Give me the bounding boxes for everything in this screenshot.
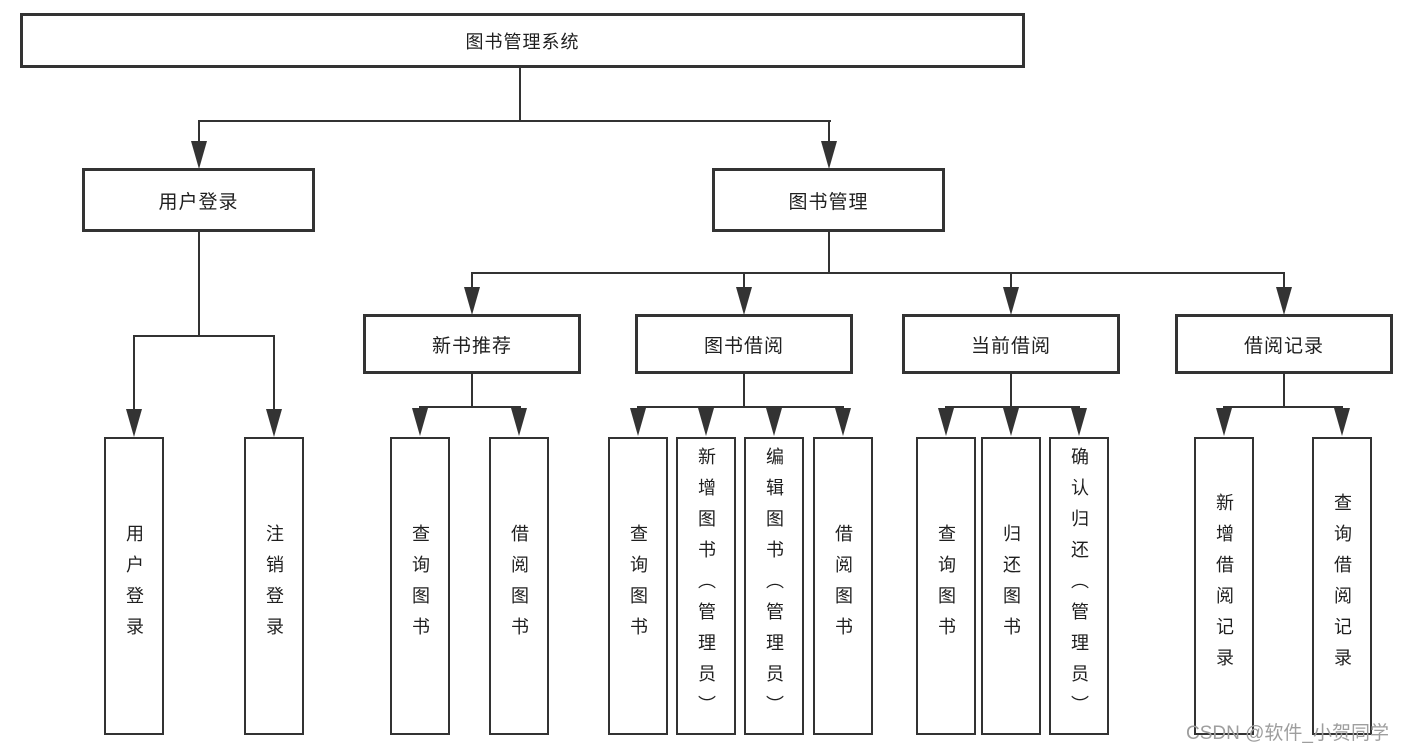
connector xyxy=(133,335,275,337)
leaf-query-books-2-label: 查询图书 xyxy=(628,524,648,648)
leaf-confirm-return-admin-label: 确认归还（管理员） xyxy=(1069,446,1089,726)
leaf-query-books-1: 查询图书 xyxy=(390,437,450,735)
leaf-return-books: 归还图书 xyxy=(981,437,1041,735)
connector xyxy=(273,335,275,412)
leaf-edit-books-admin: 编辑图书（管理员） xyxy=(744,437,804,735)
leaf-borrow-books-1-label: 借阅图书 xyxy=(509,524,529,648)
arrow-down-icon xyxy=(1003,287,1019,315)
leaf-query-borrow-record-label: 查询借阅记录 xyxy=(1332,493,1352,679)
node-borrow-records: 借阅记录 xyxy=(1175,314,1393,374)
node-new-book-recommend-label: 新书推荐 xyxy=(431,335,512,357)
connector xyxy=(198,120,200,146)
connector xyxy=(471,374,473,408)
node-current-borrow: 当前借阅 xyxy=(902,314,1120,374)
arrow-down-icon xyxy=(938,408,954,436)
leaf-query-books-1-label: 查询图书 xyxy=(410,524,430,648)
node-new-book-recommend: 新书推荐 xyxy=(363,314,581,374)
leaf-add-borrow-record-label: 新增借阅记录 xyxy=(1214,493,1234,679)
node-user-login-label: 用户登录 xyxy=(158,191,239,213)
connector xyxy=(133,335,135,412)
arrow-down-icon xyxy=(1003,408,1019,436)
leaf-borrow-books-1: 借阅图书 xyxy=(489,437,549,735)
leaf-borrow-books-2: 借阅图书 xyxy=(813,437,873,735)
arrow-down-icon xyxy=(1216,408,1232,436)
connector xyxy=(1010,272,1012,290)
leaf-add-books-admin: 新增图书（管理员） xyxy=(676,437,736,735)
leaf-user-login: 用户登录 xyxy=(104,437,164,735)
arrow-down-icon xyxy=(766,408,782,436)
connector xyxy=(519,68,521,122)
arrow-down-icon xyxy=(1071,408,1087,436)
leaf-add-books-admin-label: 新增图书（管理员） xyxy=(696,446,716,726)
connector xyxy=(471,272,473,290)
connector xyxy=(1283,272,1285,290)
leaf-query-books-3: 查询图书 xyxy=(916,437,976,735)
arrow-down-icon xyxy=(698,408,714,436)
leaf-logout-label: 注销登录 xyxy=(264,524,284,648)
arrow-down-icon xyxy=(1334,408,1350,436)
leaf-confirm-return-admin: 确认归还（管理员） xyxy=(1049,437,1109,735)
leaf-user-login-label: 用户登录 xyxy=(124,524,144,648)
node-book-borrow: 图书借阅 xyxy=(635,314,853,374)
connector xyxy=(637,406,844,408)
leaf-add-borrow-record: 新增借阅记录 xyxy=(1194,437,1254,735)
watermark: CSDN @软件_小贺同学 xyxy=(1186,723,1389,744)
leaf-logout: 注销登录 xyxy=(244,437,304,735)
connector xyxy=(945,406,1080,408)
leaf-borrow-books-2-label: 借阅图书 xyxy=(833,524,853,648)
arrow-down-icon xyxy=(464,287,480,315)
arrow-down-icon xyxy=(736,287,752,315)
arrow-down-icon xyxy=(412,408,428,436)
root-node-library-system: 图书管理系统 xyxy=(20,13,1025,68)
connector xyxy=(743,272,745,290)
arrow-down-icon xyxy=(126,409,142,437)
node-borrow-records-label: 借阅记录 xyxy=(1243,335,1324,357)
leaf-query-books-3-label: 查询图书 xyxy=(936,524,956,648)
connector xyxy=(743,374,745,408)
node-book-management-label: 图书管理 xyxy=(788,191,869,213)
arrow-down-icon xyxy=(266,409,282,437)
arrow-down-icon xyxy=(821,141,837,169)
connector xyxy=(1283,374,1285,408)
connector xyxy=(1223,406,1343,408)
connector xyxy=(828,232,830,274)
node-current-borrow-label: 当前借阅 xyxy=(970,335,1051,357)
arrow-down-icon xyxy=(835,408,851,436)
connector xyxy=(471,272,1285,274)
connector xyxy=(1010,374,1012,408)
leaf-query-books-2: 查询图书 xyxy=(608,437,668,735)
connector xyxy=(419,406,521,408)
leaf-edit-books-admin-label: 编辑图书（管理员） xyxy=(764,446,784,726)
connector xyxy=(198,120,831,122)
arrow-down-icon xyxy=(630,408,646,436)
node-book-management: 图书管理 xyxy=(712,168,945,232)
leaf-return-books-label: 归还图书 xyxy=(1001,524,1021,648)
leaf-query-borrow-record: 查询借阅记录 xyxy=(1312,437,1372,735)
arrow-down-icon xyxy=(191,141,207,169)
node-user-login: 用户登录 xyxy=(82,168,315,232)
arrow-down-icon xyxy=(1276,287,1292,315)
connector xyxy=(198,232,200,337)
root-node-label: 图书管理系统 xyxy=(465,31,580,52)
node-book-borrow-label: 图书借阅 xyxy=(703,335,784,357)
arrow-down-icon xyxy=(511,408,527,436)
connector xyxy=(828,120,830,146)
